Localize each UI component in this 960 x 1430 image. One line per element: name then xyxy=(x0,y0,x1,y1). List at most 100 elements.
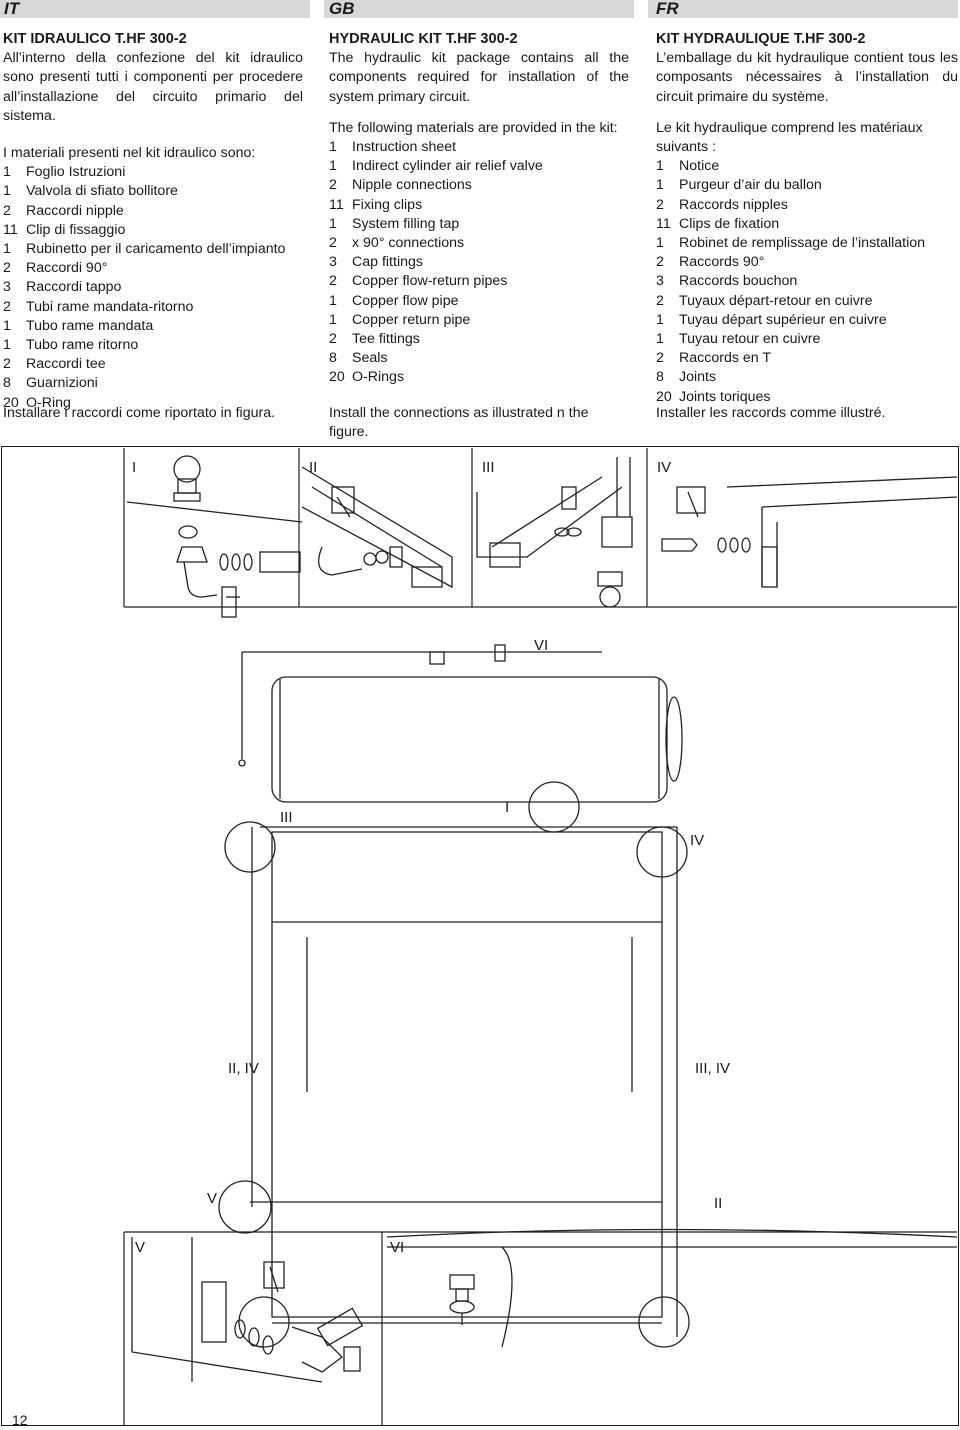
intro-text: L’emballage du kit hydraulique contient … xyxy=(656,50,958,105)
item-label: Clips de fixation xyxy=(679,215,780,232)
item-label: Raccords nipples xyxy=(679,196,788,213)
detail-label-i: I xyxy=(132,459,137,476)
item-quantity: 2 xyxy=(656,350,664,367)
callout-lower-ii: II xyxy=(714,1195,723,1212)
installation-drawing xyxy=(123,448,958,1425)
item-quantity: 1 xyxy=(656,311,664,328)
item-label: System filling tap xyxy=(352,215,460,232)
item-label: Tubo rame ritorno xyxy=(26,337,139,354)
item-quantity: 1 xyxy=(656,235,664,252)
lang-bar-fr xyxy=(648,0,958,18)
materials-lead: The following materials are provided in … xyxy=(329,119,618,136)
item-quantity: 8 xyxy=(329,350,337,367)
item-quantity: 2 xyxy=(329,177,337,194)
item-label: Copper flow pipe xyxy=(352,292,459,309)
detail-panel-ii xyxy=(301,466,453,589)
lang-code-gb: GB xyxy=(329,0,355,18)
item-quantity: 2 xyxy=(329,331,337,348)
item-quantity: 8 xyxy=(3,375,11,392)
detail-label-iii: III xyxy=(482,459,495,476)
item-label: Tee fittings xyxy=(352,331,420,348)
item-label: Clip di fissaggio xyxy=(26,221,126,238)
list-item: 2 Raccords en T xyxy=(656,349,958,368)
item-label: Raccordi tappo xyxy=(26,279,122,296)
item-label: Raccords 90° xyxy=(679,254,765,271)
item-label: Raccords bouchon xyxy=(679,273,798,290)
item-label: Rubinetto per il caricamento dell’impian… xyxy=(26,241,286,258)
item-label: Indirect cylinder air relief valve xyxy=(352,158,543,175)
item-quantity: 3 xyxy=(656,273,664,290)
item-label: Raccordi tee xyxy=(26,356,106,373)
item-label: Copper return pipe xyxy=(352,311,471,328)
list-item: 3 Cap fittings xyxy=(329,253,629,272)
item-quantity: 1 xyxy=(656,177,664,194)
item-quantity: 11 xyxy=(3,221,18,238)
detail-panel-v xyxy=(131,1237,364,1383)
item-label: Foglio Istruzioni xyxy=(26,164,126,181)
item-label: Nipple connections xyxy=(352,177,472,194)
callout-lower-v: V xyxy=(207,1190,218,1207)
item-quantity: 2 xyxy=(3,260,11,277)
detail-label-v: V xyxy=(135,1239,146,1256)
list-item: 1 Tubo rame ritorno xyxy=(3,336,303,355)
materials-lead: Le kit hydraulique comprend les matériau… xyxy=(656,119,923,156)
item-label: Tuyau départ supérieur en cuivre xyxy=(679,311,887,328)
callout-tank-vi: VI xyxy=(534,637,549,654)
detail-panel-iv xyxy=(661,476,958,588)
list-item: 3 Raccords bouchon xyxy=(656,272,958,291)
lang-code-it: IT xyxy=(4,0,20,18)
install-note: Installare i raccordi come riportato in … xyxy=(3,405,276,421)
materials-lead: I materiali presenti nel kit idraulico s… xyxy=(3,145,256,162)
install-note: Install the connections as illustrated n… xyxy=(329,405,589,441)
item-quantity: 2 xyxy=(656,196,664,213)
item-label: Instruction sheet xyxy=(352,139,457,156)
list-item: 1 Indirect cylinder air relief valve xyxy=(329,157,629,176)
item-quantity: 2 xyxy=(3,298,11,315)
item-label: Copper flow-return pipes xyxy=(352,273,508,290)
item-quantity: 20 xyxy=(329,369,345,386)
item-quantity: 1 xyxy=(329,158,337,175)
list-item: 8 Seals xyxy=(329,349,629,368)
intro-text: All’interno della confezione del kit idr… xyxy=(3,50,303,124)
list-item: 8 Joints xyxy=(656,368,958,387)
lang-bar-it xyxy=(0,0,310,18)
item-label: Seals xyxy=(352,350,388,367)
item-quantity: 1 xyxy=(3,183,11,200)
item-label: Joints xyxy=(679,369,717,386)
item-quantity: 1 xyxy=(329,292,337,309)
list-item: 2 Raccords nipples xyxy=(656,196,958,215)
list-item: 1 Copper flow pipe xyxy=(329,292,629,311)
item-label: O-Rings xyxy=(352,369,405,386)
column-gb: HYDRAULIC KIT T.HF 300-2 The hydraulic k… xyxy=(329,30,629,440)
list-item: 20 O-Rings xyxy=(329,368,629,387)
section-title: HYDRAULIC KIT T.HF 300-2 xyxy=(329,31,518,47)
item-quantity: 2 xyxy=(656,292,664,309)
item-label: O-Ring xyxy=(26,394,71,411)
collector-panels xyxy=(218,781,690,1348)
item-label: Raccords en T xyxy=(679,350,771,367)
item-quantity: 2 xyxy=(656,254,664,271)
item-quantity: 1 xyxy=(3,337,11,354)
item-quantity: 8 xyxy=(656,369,664,386)
callout-panel-i: I xyxy=(505,799,510,816)
detail-label-ii: II xyxy=(309,459,318,476)
callout-bottom-right: III, IV xyxy=(695,1060,731,1077)
